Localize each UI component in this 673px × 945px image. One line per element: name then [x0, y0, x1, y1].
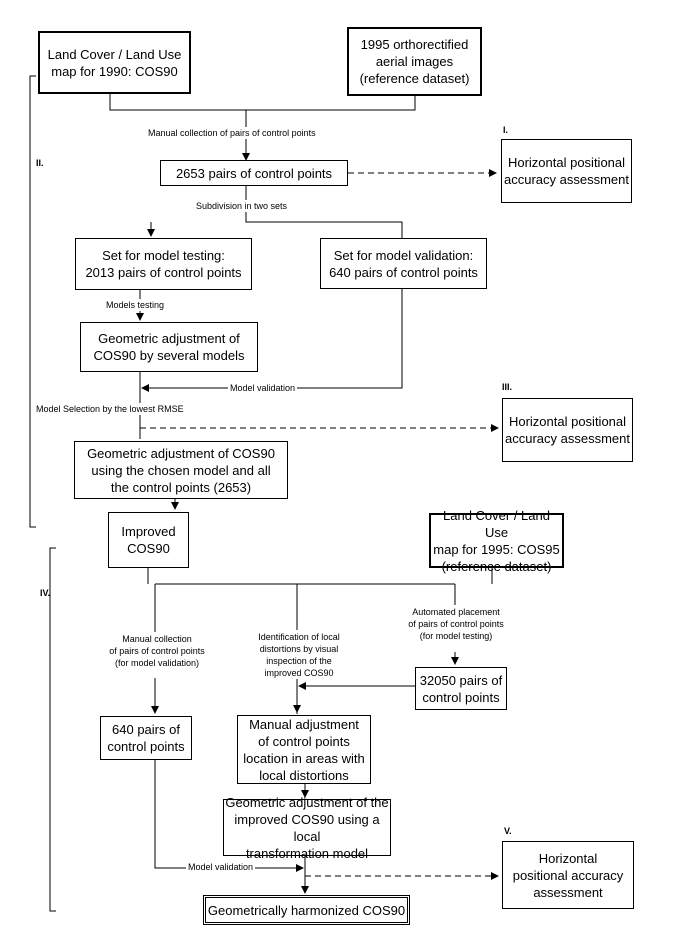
- connector-line: [245, 186, 403, 238]
- models-testing-label: Models testing: [104, 299, 167, 311]
- pairs-2653-box: 2653 pairs of control points: [160, 160, 348, 186]
- subdivision-label: Subdivision in two sets: [194, 200, 290, 212]
- identification-label: Identification of local distortions by v…: [242, 631, 356, 679]
- pairs-32050-box: 32050 pairs of control points: [415, 667, 507, 710]
- harmonized-box: Geometrically harmonized COS90: [203, 895, 410, 925]
- bracket-ii: [29, 75, 36, 528]
- model-validation-label-2: Model validation: [186, 861, 256, 873]
- manual-collection-label: Manual collection of pairs of control po…: [146, 127, 318, 139]
- phase-v-label: V.: [504, 826, 512, 836]
- cos95-map-box: Land Cover / Land Use map for 1995: COS9…: [429, 508, 564, 574]
- assessment-3-box: Horizontal positional accuracy assessmen…: [502, 398, 633, 462]
- automated-placement-label: Automated placement of pairs of control …: [392, 606, 520, 642]
- phase-iv-label: IV.: [40, 588, 51, 598]
- phase-iii-label: III.: [502, 382, 513, 392]
- geo-adj-local-box: Geometric adjustment of the improved COS…: [223, 795, 391, 861]
- geo-adj-models-box: Geometric adjustment of COS90 by several…: [80, 322, 258, 372]
- phase-ii-label: II.: [36, 158, 44, 168]
- set-validation-box: Set for model validation: 640 pairs of c…: [320, 238, 487, 289]
- improved-cos90-box: Improved COS90: [108, 512, 189, 568]
- set-testing-box: Set for model testing: 2013 pairs of con…: [75, 238, 252, 290]
- aerial-images-box: 1995 orthorectified aerial images (refer…: [347, 27, 482, 96]
- manual-collection-validation-label: Manual collection of pairs of control po…: [96, 633, 218, 669]
- model-validation-label-1: Model validation: [228, 382, 298, 394]
- assessment-1-box: Horizontal positional accuracy assessmen…: [501, 139, 632, 203]
- manual-adjustment-box: Manual adjustment of control points loca…: [237, 715, 371, 784]
- bracket-iv: [49, 547, 56, 912]
- assessment-5-box: Horizontal positional accuracy assessmen…: [502, 841, 634, 909]
- geo-adj-chosen-box: Geometric adjustment of COS90 using the …: [74, 441, 288, 499]
- model-selection-label: Model Selection by the lowest RMSE: [34, 403, 186, 415]
- connector-line: [109, 93, 416, 111]
- pairs-640-box: 640 pairs of control points: [100, 716, 192, 760]
- cos90-map-box: Land Cover / Land Use map for 1990: COS9…: [38, 31, 191, 94]
- phase-i-label: I.: [503, 125, 509, 135]
